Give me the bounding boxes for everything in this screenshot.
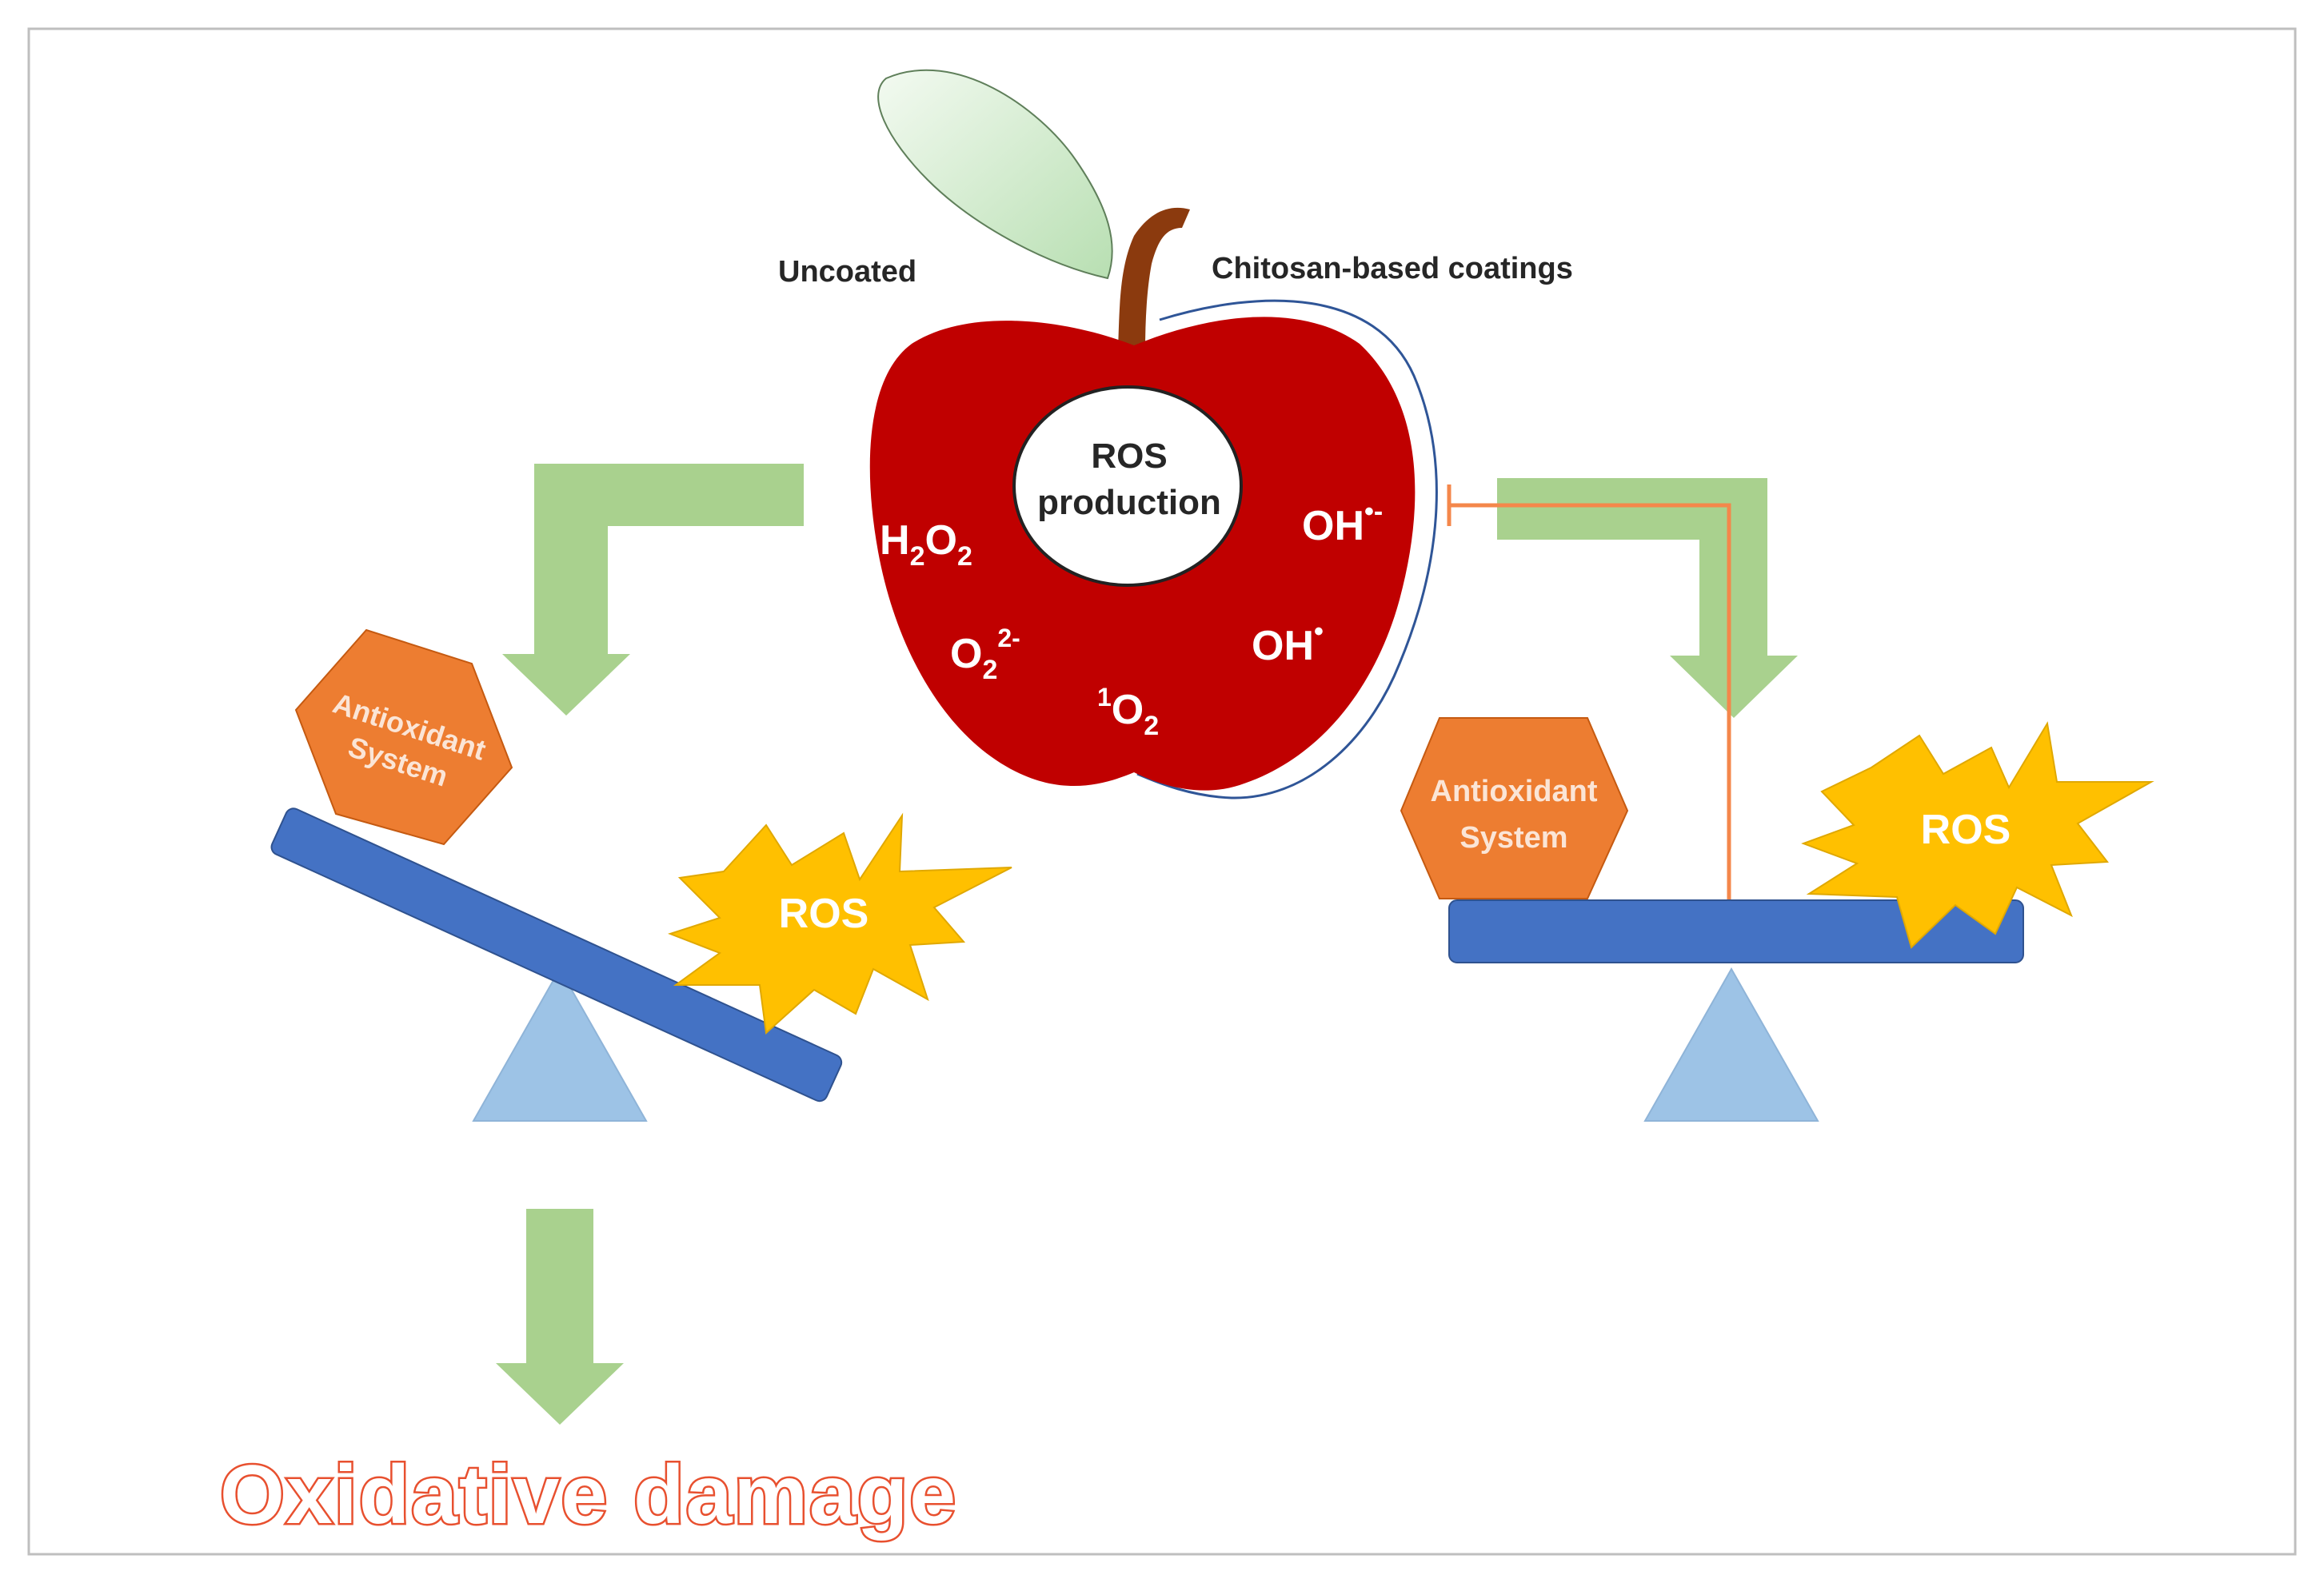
left-fulcrum [472,967,648,1122]
species-superoxide: O22- [950,624,1020,685]
ros-production-line2: production [1037,483,1221,522]
right-antioxidant-hexagon [1400,717,1629,899]
down-arrow [496,1209,624,1425]
right-bent-arrow [1497,478,1798,718]
right-antioxidant-line1: Antioxidant [1431,775,1598,808]
coating-outline [1136,299,1438,799]
left-ros-burst [668,812,1012,1035]
stem-icon [1118,207,1190,352]
right-ros-label: ROS [1921,807,2011,853]
leaf-icon [877,69,1113,280]
inhibition-line [1449,503,1731,902]
species-hydroxyl-anion: OH•- [1302,496,1383,549]
species-h2o2: H2O2 [880,517,972,572]
ros-production-circle [1012,385,1243,587]
species-singlet-oxygen: 1O2 [1097,683,1159,741]
left-beam [270,807,843,1103]
ros-production-line1: ROS [1091,437,1167,476]
oxidative-damage-label: Oxidative damage [220,1449,957,1541]
right-beam [1448,899,2024,963]
apple-group: ROS production H2O2 O22- 1O2 OH•- OH• [869,69,1438,799]
species-hydroxyl-radical: OH• [1252,616,1324,669]
left-antioxidant-hexagon [294,628,513,846]
right-antioxidant-line2: System [1459,821,1567,855]
uncoated-label: Uncoated [778,255,916,289]
left-beam-group [270,807,843,1103]
right-ros-burst [1801,721,2154,949]
coated-label: Chitosan-based coatings [1212,252,1573,285]
left-bent-arrow [502,464,804,716]
left-ros-label: ROS [779,891,869,937]
right-fulcrum [1643,967,1819,1122]
